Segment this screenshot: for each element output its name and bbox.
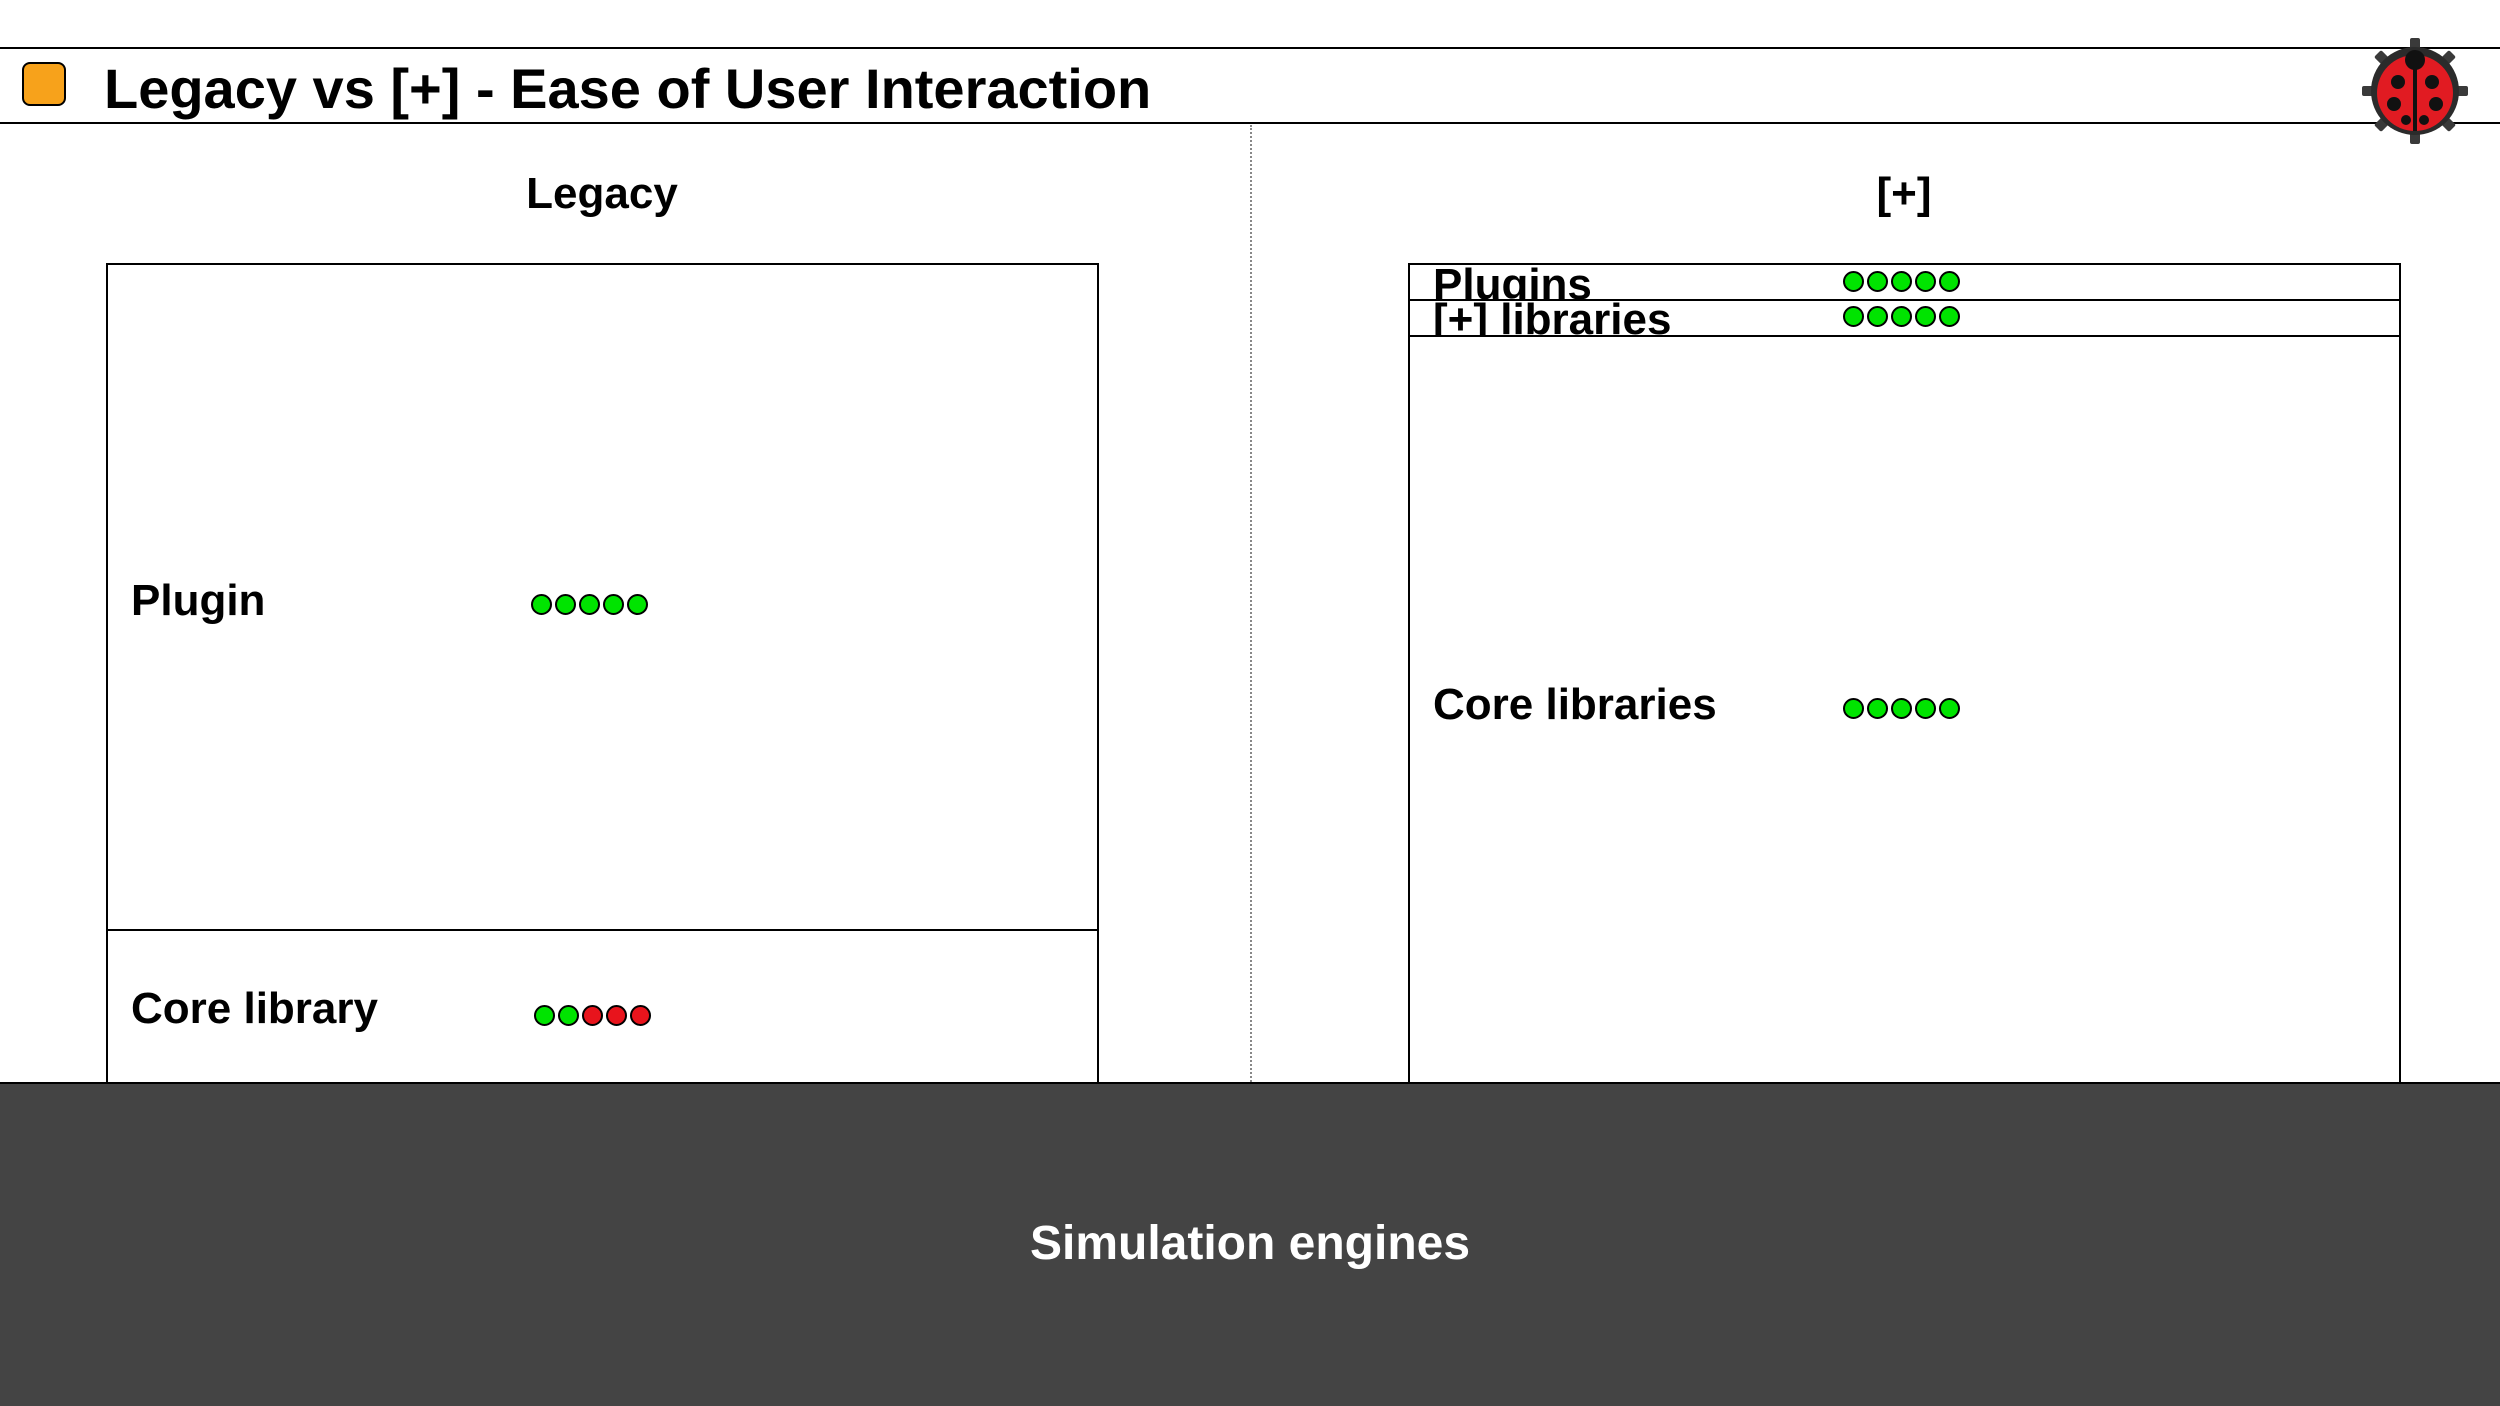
legacy-core-rating	[534, 1005, 651, 1026]
simulation-engines-label: Simulation engines	[1029, 1217, 1471, 1270]
green-rating-dot-icon	[1939, 698, 1960, 719]
green-rating-dot-icon	[558, 1005, 579, 1026]
red-rating-dot-icon	[582, 1005, 603, 1026]
green-rating-dot-icon	[1843, 698, 1864, 719]
legacy-plugin-label: Plugin	[131, 576, 266, 625]
plus-libraries-rating	[1843, 306, 1960, 327]
green-rating-dot-icon	[534, 1005, 555, 1026]
green-rating-dot-icon	[1915, 306, 1936, 327]
ladybug-gear-logo-icon	[2362, 38, 2468, 144]
green-rating-dot-icon	[1915, 698, 1936, 719]
green-rating-dot-icon	[1867, 698, 1888, 719]
green-rating-dot-icon	[1891, 271, 1912, 292]
plus-libraries-label: [+] libraries	[1433, 297, 1672, 335]
legacy-plugin-rating	[531, 594, 648, 615]
plus-plugins-label: Plugins	[1433, 262, 1592, 300]
legacy-heading: Legacy	[526, 169, 678, 218]
plus-heading: [+]	[1876, 169, 1932, 218]
green-rating-dot-icon	[555, 594, 576, 615]
green-rating-dot-icon	[579, 594, 600, 615]
simulation-engines-bar: Simulation engines	[0, 1082, 2500, 1406]
green-rating-dot-icon	[1939, 306, 1960, 327]
slide-title: Legacy vs [+] - Ease of User Interaction	[104, 57, 1152, 120]
red-rating-dot-icon	[606, 1005, 627, 1026]
legacy-core-box	[106, 929, 1099, 1089]
green-rating-dot-icon	[627, 594, 648, 615]
red-rating-dot-icon	[630, 1005, 651, 1026]
green-rating-dot-icon	[1891, 306, 1912, 327]
green-rating-dot-icon	[1867, 306, 1888, 327]
column-divider	[1250, 125, 1252, 1085]
green-rating-dot-icon	[1939, 271, 1960, 292]
green-rating-dot-icon	[1915, 271, 1936, 292]
green-rating-dot-icon	[1867, 271, 1888, 292]
title-bottom-rule	[0, 122, 2500, 124]
green-rating-dot-icon	[1843, 271, 1864, 292]
title-bullet-icon	[22, 62, 66, 106]
green-rating-dot-icon	[1891, 698, 1912, 719]
plus-core-rating	[1843, 698, 1960, 719]
green-rating-dot-icon	[603, 594, 624, 615]
green-rating-dot-icon	[531, 594, 552, 615]
green-rating-dot-icon	[1843, 306, 1864, 327]
legacy-core-label: Core library	[131, 984, 378, 1033]
title-top-rule	[0, 47, 2500, 49]
legacy-plugin-box	[106, 263, 1099, 933]
plus-core-label: Core libraries	[1433, 680, 1717, 729]
plus-plugins-rating	[1843, 271, 1960, 292]
